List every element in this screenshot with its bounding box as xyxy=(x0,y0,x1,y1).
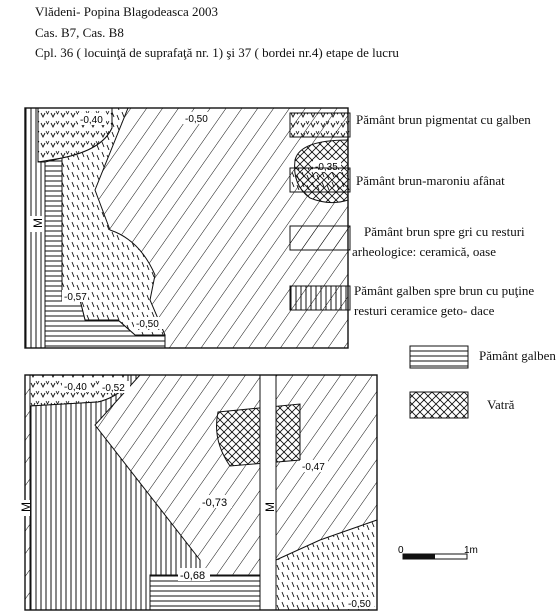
depth-label: -0,50 xyxy=(185,114,208,125)
legend-swatch-loose-brown xyxy=(289,167,351,193)
legend-swatch-hearth xyxy=(409,391,469,419)
header-squares: Cas. B7, Cas. B8 xyxy=(35,25,124,40)
depth-label: -0,50 xyxy=(136,319,159,330)
legend-label-hearth: Vatră xyxy=(487,397,515,412)
legend-label-pigmented: Pământ brun pigmentat cu galben xyxy=(356,112,531,127)
depth-label: -0,68 xyxy=(180,570,205,582)
legend-label-yellow: Pământ galben xyxy=(479,348,556,363)
m-mark-bottom-left: M xyxy=(19,502,33,512)
scale-end-label: 1m xyxy=(464,545,478,556)
legend-swatch-pigmented xyxy=(289,112,351,138)
legend-swatches xyxy=(289,112,469,419)
depth-label: -0,40 xyxy=(80,115,103,126)
depth-label: -0,57 xyxy=(64,292,87,303)
m-mark-top: M xyxy=(31,218,45,228)
depth-label: -0,73 xyxy=(202,497,227,509)
legend-label-brown-grey-2: arheologice: ceramică, oase xyxy=(352,244,496,259)
legend-swatch-brown-grey xyxy=(289,225,351,251)
legend-swatch-yellow-brown xyxy=(289,285,351,311)
plan-bottom: M M -0,40 -0,52 -0,73 -0,47 -0,68 -0,50 xyxy=(18,374,378,611)
scale-bar: 0 1m xyxy=(398,545,478,560)
plan-top: M -0,40 -0,50 -0,35 -0,57 -0,50 xyxy=(24,107,349,349)
depth-label: -0,40 xyxy=(64,382,87,393)
legend-label-yellow-brown-2: resturi ceramice geto- dace xyxy=(354,303,495,318)
depth-label: -0,50 xyxy=(348,599,371,610)
legend-swatch-yellow xyxy=(409,345,469,369)
m-mark-bottom-wall: M xyxy=(263,502,277,512)
header-title: Vlădeni- Popina Blagodeasca 2003 xyxy=(35,4,219,19)
depth-label: -0,52 xyxy=(102,383,125,394)
legend-label-yellow-brown-1: Pământ galben spre brun cu puţine xyxy=(354,283,535,298)
depth-label: -0,47 xyxy=(302,462,325,473)
legend-label-brown-grey-1: Pământ brun spre gri cu resturi xyxy=(364,224,525,239)
legend-label-loose-brown: Pământ brun-maroniu afânat xyxy=(356,173,505,188)
header-description: Cpl. 36 ( locuinţă de suprafaţă nr. 1) ş… xyxy=(35,45,399,60)
scale-start-label: 0 xyxy=(398,545,404,556)
